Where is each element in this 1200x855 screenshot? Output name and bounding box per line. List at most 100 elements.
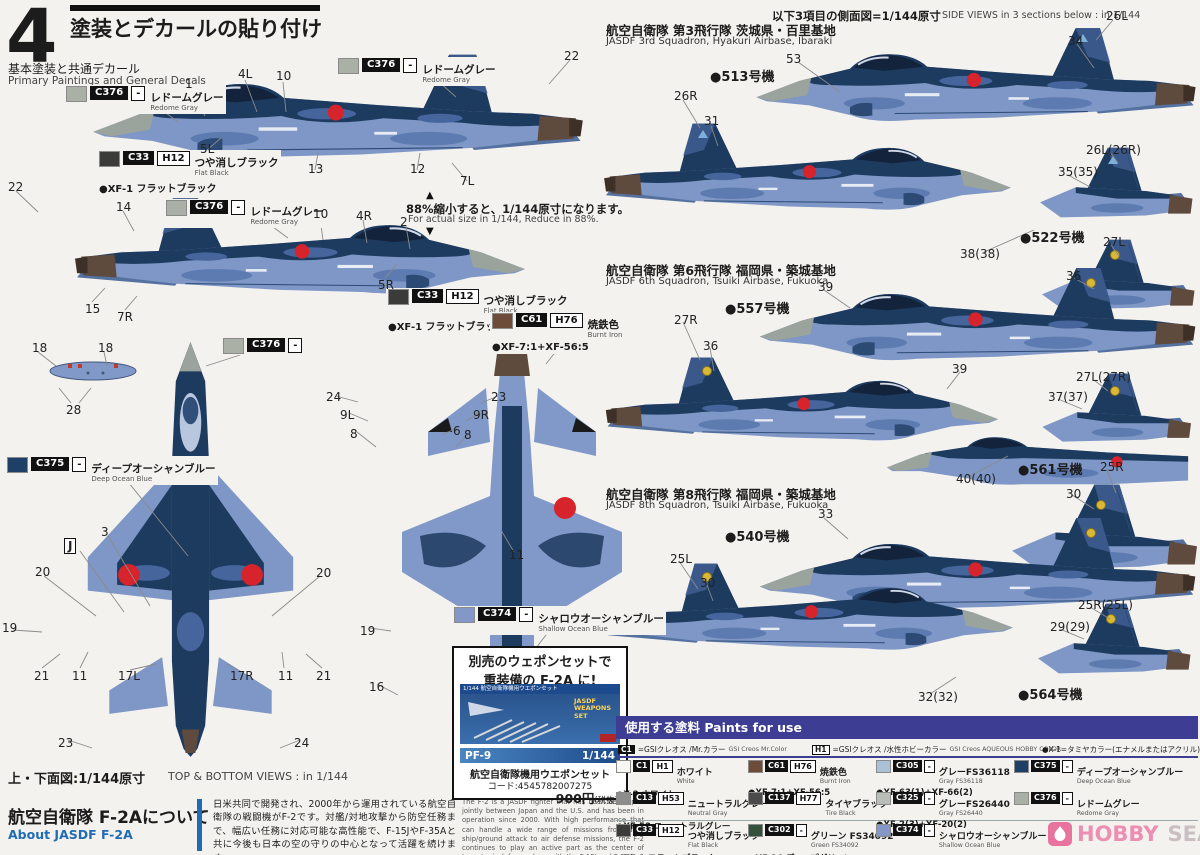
paint-name-en: Redome Gray (250, 218, 299, 226)
paint-name-en: Shallow Ocean Blue (538, 625, 608, 633)
paint-name-jp: ディープオーシャンブルー (91, 463, 216, 475)
about-accent-bar (197, 799, 202, 851)
paint-code: C33 (123, 151, 155, 165)
callout-label: 19 (360, 624, 376, 638)
ad-jan-code: コード:4545782007275 (487, 782, 593, 792)
weapon-set-box-art: 1/144 航空自衛隊機用ウエポンセット JASDF WEAPONS SET (460, 684, 620, 744)
callout-label: 28 (66, 403, 82, 417)
paint-name-en: Deep Ocean Blue (1076, 778, 1131, 785)
about-title-en: About JASDF F-2A (8, 827, 133, 842)
callout-label: 24 (326, 390, 342, 404)
callout-label: 27L (1103, 235, 1125, 249)
callout-label: 6 (453, 424, 461, 438)
callout-label: 7R (117, 310, 133, 324)
about-body-en: The F-2 is a JASDF fighter that has been… (462, 798, 644, 855)
paint-code2: - (288, 338, 303, 353)
paint-code2: H53 (658, 792, 684, 805)
callout-label: 38(38) (960, 247, 1000, 261)
paint-name-jp: 焼鉄色 (819, 768, 847, 778)
callout-label: 18 (98, 341, 114, 355)
paint-swatch (66, 86, 87, 102)
ad-scale: 1/144 (581, 749, 615, 762)
aircraft-number-557: ●557号機 (725, 302, 790, 317)
paint-code2: H76 (550, 313, 583, 328)
tail-emblem-decal (1086, 528, 1096, 538)
callout-label: 25R(25L) (1078, 598, 1133, 612)
box-art-strip-text: 1/144 航空自衛隊機用ウエポンセット (460, 684, 620, 694)
callout-label: 26L(26R) (1086, 143, 1141, 157)
paint-code2: H77 (795, 792, 822, 805)
callout-label: 24 (294, 736, 310, 750)
legend-code-box: C1 (618, 745, 635, 754)
callout-label: 7L (460, 174, 475, 188)
paint-name-en: Burnt Iron (587, 331, 623, 339)
callout-label: 39 (952, 362, 968, 376)
paint-name-en: Redome Gray (1076, 810, 1120, 817)
callout-label: 10 (313, 207, 329, 221)
callout-label: 27R (674, 313, 698, 327)
table-rule (616, 756, 1198, 758)
about-body-jp: 日米共同で開発され、2000年から運用されている航空自衛隊の戦闘機がF-2です。… (213, 799, 456, 855)
paint-code: C61 (765, 760, 789, 772)
callout-label: 30 (700, 576, 716, 590)
tamiya-equivalent: ●XF-26 ディープグリーン (748, 852, 878, 855)
paint-swatch (1014, 792, 1029, 805)
callout-label: 27L(27R) (1076, 370, 1131, 384)
callout-label: J (64, 538, 77, 554)
paint-name-en: Tire Black (825, 810, 856, 817)
paint-code: C376 (190, 200, 229, 214)
tail-emblem-decal (1078, 34, 1088, 42)
tail-emblem-decal (1096, 500, 1106, 510)
subtitle-en: Primary Paintings and General Decals (8, 75, 206, 87)
callout-label: 31 (704, 114, 720, 128)
subtitle-jp: 基本塗装と共通デカール (8, 62, 141, 76)
paint-name-en: Green FS34092 (810, 842, 859, 849)
paint-name-en: Flat Black (194, 169, 229, 177)
ad-price-value: 900円 (555, 791, 595, 806)
paint-name-en: Neutral Gray (687, 810, 728, 817)
squadron-2-name-en: JASDF 6th Squadron, Tsuiki Airbase, Fuku… (606, 276, 829, 287)
paint-name-jp: ニュートラルグレー (687, 800, 769, 810)
callout-label: 23 (491, 390, 507, 404)
paint-name-en: White (676, 778, 695, 785)
views-note-jp: 上・下面図:1/144原寸 (8, 772, 146, 787)
paint-code2: - (1061, 792, 1073, 805)
paint-code2: - (923, 760, 935, 773)
reduce-note-en: For actual size in 1/144, Reduce in 88%. (408, 214, 599, 225)
paint-code: C376 (362, 58, 401, 72)
callout-label: 5L (200, 142, 215, 156)
squadron-3-name-jp: 航空自衛隊 第8飛行隊 福岡県・築城基地 (606, 487, 836, 502)
aircraft-number-522: ●522号機 (1020, 231, 1085, 246)
side-view-513-left (600, 118, 1015, 231)
tail-emblem-decal (702, 366, 712, 376)
paints-table-header: 使用する塗料 Paints for use (616, 716, 1198, 739)
callout-label: 17L (118, 669, 140, 683)
squadron-2-name-jp: 航空自衛隊 第6飛行隊 福岡県・築城基地 (606, 263, 836, 278)
paint-name-en: Shallow Ocean Blue (938, 842, 1001, 849)
hobby-search-text: SEARCH (1167, 822, 1200, 846)
paint-swatch (388, 289, 409, 305)
legend-text-en: GSI Creos AQUEOUS HOBBY COLOR (949, 746, 1062, 753)
tail-emblem-decal (1086, 278, 1096, 288)
paint-name-jp: レドームグレー (422, 64, 496, 76)
paint-code: C13 (633, 792, 657, 804)
paint-callout-c376: C376- (221, 337, 305, 355)
callout-label: 23 (58, 736, 74, 750)
callout-label: 9L (340, 408, 355, 422)
callout-label: 40(40) (956, 472, 996, 486)
paint-name-jp: 焼鉄色 (587, 319, 620, 331)
paint-code: C61 (516, 313, 548, 327)
paint-swatch (748, 792, 763, 805)
paint-code2: - (923, 792, 935, 805)
paint-name-en: Gray FS36118 (938, 778, 983, 785)
paint-code: C33 (412, 289, 444, 303)
